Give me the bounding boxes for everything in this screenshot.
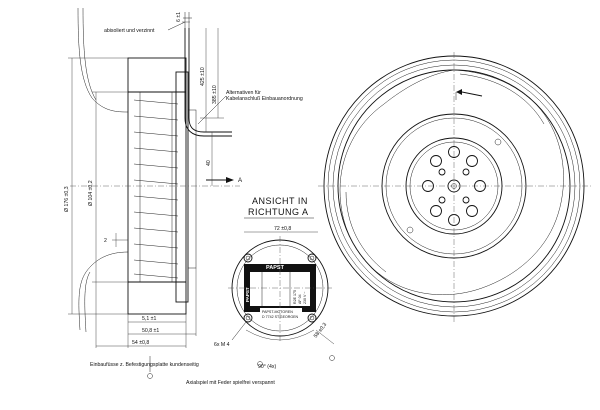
dim-72: 72 ±0,8	[274, 226, 291, 232]
impeller-blades	[133, 92, 179, 282]
label-type-3: 230 V ~	[303, 292, 307, 305]
dim-cable-425: 425 ±10	[200, 67, 206, 86]
view-title-2: RICHTUNG A	[248, 207, 309, 217]
blade-marks	[339, 69, 564, 295]
front-view	[318, 52, 592, 322]
label-type-2: AF 04	[298, 294, 302, 304]
label-brand: PAPST	[266, 265, 285, 271]
dim-inner-diameter: Ø 104 ±0,2	[88, 180, 94, 206]
view-title-1: ANSICHT IN	[252, 196, 308, 206]
dim-58: 58 ±0,3	[313, 322, 328, 339]
rotation-arrow	[461, 91, 483, 97]
label-side-brand: PAPST	[245, 287, 250, 302]
dim-angle: 90° (4x)	[258, 364, 276, 370]
dim-strip: 6 ±1	[176, 12, 182, 22]
dim-50-8: 50,8 ±1	[142, 328, 159, 334]
view-arrow-label: A	[238, 177, 243, 184]
side-view: A Ø 176 ±0,3 Ø 104 ±0,2 2 42	[64, 7, 303, 386]
mounting-plate-outline-2	[82, 7, 97, 333]
dim-thread: 6x M 4	[214, 342, 230, 348]
note-mounting-feet: Einbaufüsse z. Befestigungsplatte kunden…	[90, 362, 199, 368]
dimension-lines	[68, 21, 224, 348]
dim-outer-diameter: Ø 176 ±0,3	[64, 186, 70, 212]
mounting-plate-outline	[77, 7, 129, 331]
screw-holes	[243, 253, 317, 323]
dim-54: 54 ±0,8	[132, 340, 149, 346]
label-motor-2: D 7742 ST.GEORGEN	[262, 315, 299, 319]
cable	[188, 28, 232, 133]
label-motor-1: PAPST-MOTOREN	[262, 310, 293, 314]
view-a: ANSICHT IN RICHTUNG A 72 ±0,8 PAPST PAPS…	[214, 196, 335, 370]
note-axial-play: Axialspiel mit Feder spielfrei verspannt	[186, 380, 275, 386]
dim-2: 2	[104, 238, 107, 244]
dim-40: 40	[206, 160, 212, 166]
note-stripped-tinned: abisoliert und verzinnt	[104, 28, 155, 34]
note-cable-alt-1: Alternativen für	[226, 90, 261, 96]
note-cable-alt-2: Kabelanschluß Einbauanordnung	[226, 96, 303, 102]
dim-5-1: 5,1 ±1	[142, 316, 156, 322]
dim-cable-385: 385 ±10	[212, 85, 218, 104]
label-type-1: R2E 175	[293, 290, 297, 304]
